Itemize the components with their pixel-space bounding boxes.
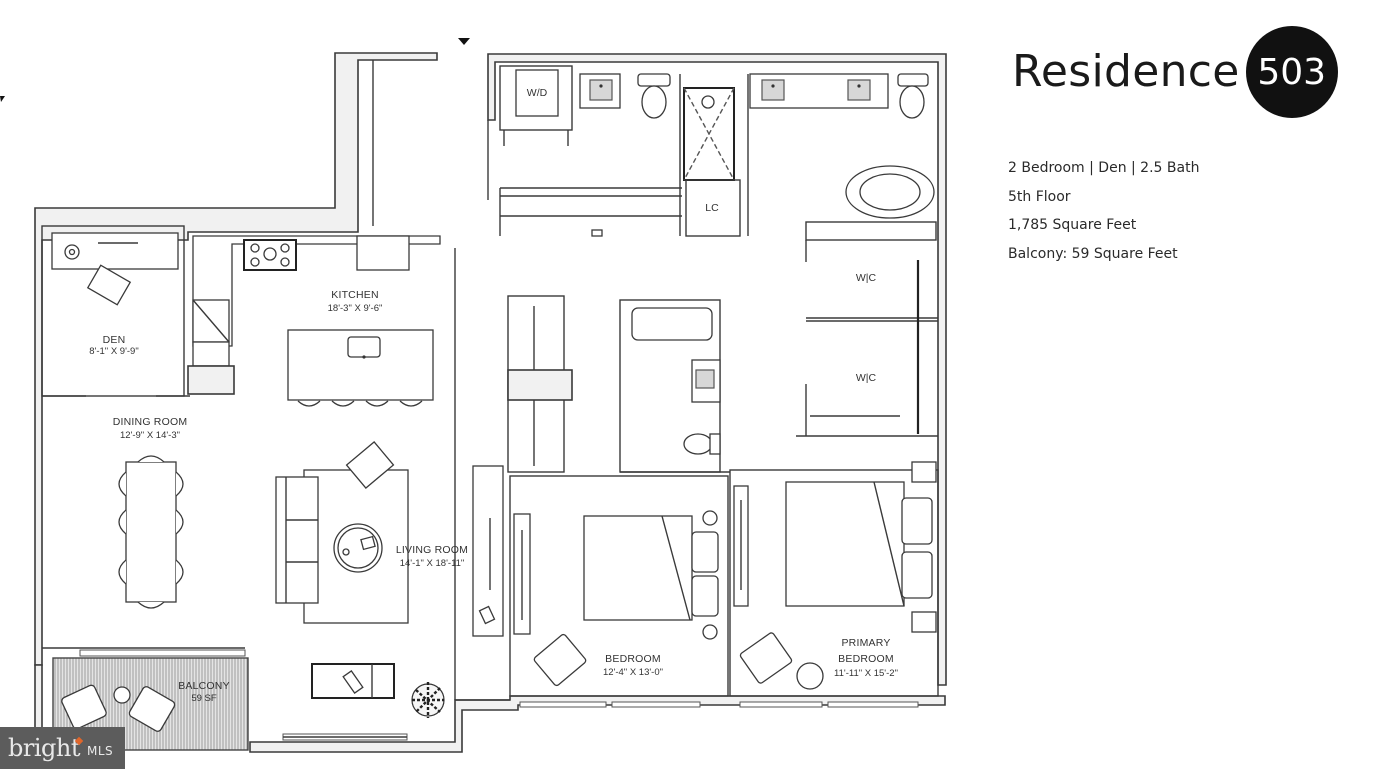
dining-table <box>118 455 184 609</box>
closets-area <box>796 221 938 437</box>
den-area <box>41 225 190 397</box>
listing-title: Residence <box>1012 46 1240 97</box>
primary-bedroom-dimensions: 11'-11" X 15'-2" <box>834 668 898 679</box>
primary-bedroom-label-1: PRIMARY <box>841 637 890 649</box>
section-marker-icon <box>458 38 470 45</box>
kitchen-dimensions: 18'-3" X 9'-6" <box>328 303 383 314</box>
kitchen-area <box>187 235 441 407</box>
bedroom-area <box>509 475 729 708</box>
balcony-area-size: 59 SF <box>191 693 217 704</box>
listing-specs: 2 Bedroom | Den | 2.5 Bath 5th Floor 1,7… <box>1008 154 1199 268</box>
living-area <box>275 441 504 741</box>
balcony-label: BALCONY <box>178 680 230 692</box>
watermark-suffix: MLS <box>86 744 114 758</box>
section-marker-left-icon <box>0 96 5 102</box>
kitchen-label: KITCHEN <box>331 289 379 301</box>
unit-number-badge: 503 <box>1245 26 1338 118</box>
spec-balcony: Balcony: 59 Square Feet <box>1008 245 1178 262</box>
bedroom-label: BEDROOM <box>605 653 661 665</box>
washer-dryer-label: W/D <box>527 87 548 99</box>
walk-in-closet-2-label: W|C <box>856 372 877 384</box>
spec-square-feet: 1,785 Square Feet <box>1008 217 1137 233</box>
bath-2-area <box>507 295 730 473</box>
living-room-label: LIVING ROOM <box>396 544 468 556</box>
dining-room-dimensions: 12'-9" X 14'-3" <box>120 430 180 441</box>
dining-room-label: DINING ROOM <box>113 416 188 428</box>
primary-bedroom-label-2: BEDROOM <box>838 653 894 665</box>
plant-icon <box>411 682 445 718</box>
bedroom-dimensions: 12'-4" X 13'-0" <box>603 667 663 678</box>
spec-floor: 5th Floor <box>1008 188 1071 205</box>
watermark-brand: bright <box>8 734 80 762</box>
living-room-dimensions: 14'-1" X 18'-11" <box>400 558 465 569</box>
balcony-area <box>52 649 249 751</box>
walk-in-closet-1-label: W|C <box>856 272 877 284</box>
primary-bedroom-area <box>729 461 939 708</box>
listing-title-block: Residence 503 <box>1012 26 1338 118</box>
spec-bedrooms-baths: 2 Bedroom | Den | 2.5 Bath <box>1008 160 1200 176</box>
linen-closet-label: LC <box>705 202 719 214</box>
den-dimensions: 8'-1" X 9'-9" <box>89 346 138 357</box>
service-area <box>499 65 935 237</box>
den-label: DEN <box>103 334 126 346</box>
bright-mls-watermark: bright MLS <box>0 727 125 769</box>
interior-walls <box>42 248 510 701</box>
